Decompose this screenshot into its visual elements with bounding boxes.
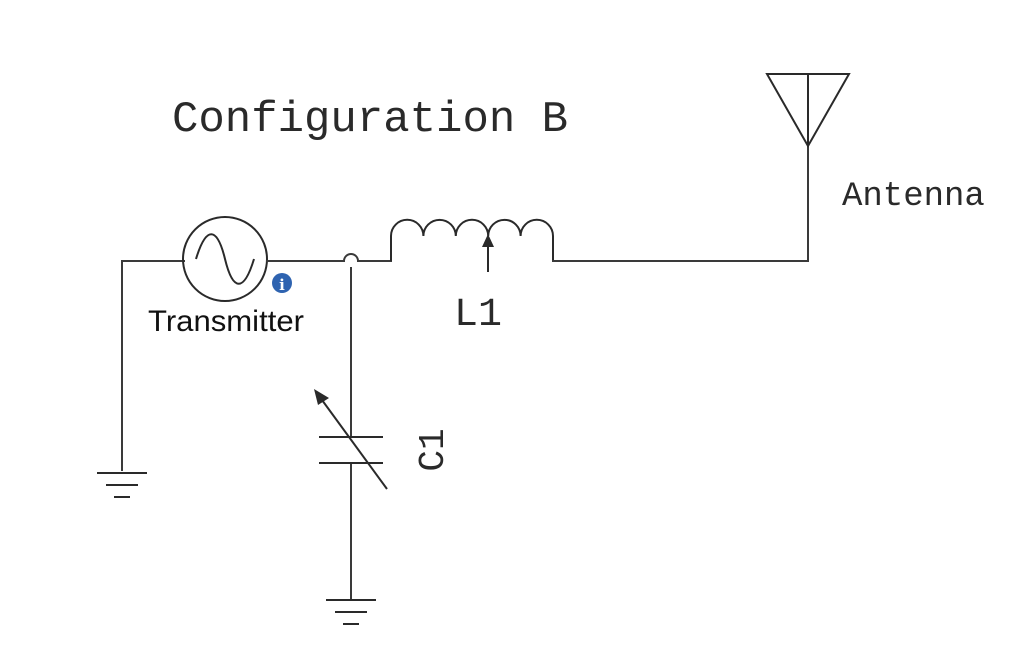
antenna-label: Antenna (842, 178, 985, 216)
main-wire-left (266, 253, 392, 263)
antenna-feed-wire (552, 145, 809, 262)
ground-symbol-left (97, 472, 147, 498)
antenna-symbol (765, 73, 851, 149)
inductor-l1-symbol (390, 218, 554, 261)
capacitor-c1-symbol (319, 436, 383, 464)
info-icon-glyph: i (279, 276, 285, 294)
inductor-tap-arrow (482, 234, 494, 272)
diagram-title: Configuration B (172, 95, 568, 145)
transmitter-label: Transmitter (148, 305, 304, 338)
info-icon-badge (272, 273, 292, 293)
capacitor-label: C1 (413, 428, 454, 471)
ground-symbol-capacitor (326, 599, 376, 625)
inductor-label: L1 (454, 293, 502, 338)
capacitor-variable-arrow (314, 389, 388, 490)
transmitter-ground-wire (121, 260, 185, 471)
info-icon[interactable]: i (272, 273, 292, 294)
transmitter-symbol (182, 216, 268, 302)
